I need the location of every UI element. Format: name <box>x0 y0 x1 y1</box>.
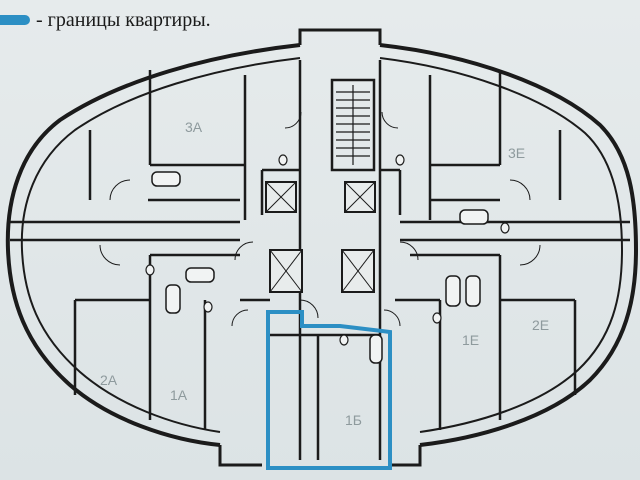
outer-wall-right <box>379 43 639 447</box>
outer-wall-right-inner <box>379 57 624 433</box>
label-3e: 3Е <box>508 145 525 161</box>
outer-walls <box>5 28 639 467</box>
elevator-lower-left <box>269 249 303 293</box>
bathtub <box>465 275 481 307</box>
apartment-labels: 3А 2А 1А 1Б 1Е 2Е 3Е <box>100 119 549 428</box>
legend: - границы квартиры. <box>0 8 211 32</box>
toilet <box>500 222 510 234</box>
bathtubs <box>151 171 489 364</box>
toilet <box>203 301 213 313</box>
door-swings <box>99 111 541 327</box>
label-2a: 2А <box>100 372 118 388</box>
interior-walls <box>10 60 630 460</box>
top-core-wall <box>298 28 382 45</box>
label-3a: 3А <box>185 119 203 135</box>
toilet <box>145 264 155 276</box>
legend-text: - границы квартиры. <box>36 8 211 31</box>
stairwell <box>330 78 376 172</box>
legend-swatch <box>0 15 30 25</box>
toilet <box>432 312 442 324</box>
label-1a: 1А <box>170 387 188 403</box>
label-1b: 1Б <box>345 412 362 428</box>
apartment-boundary <box>266 310 392 470</box>
bathtub <box>445 275 461 307</box>
toilet <box>278 154 288 166</box>
toilets <box>145 154 510 346</box>
outer-wall-left <box>5 43 301 447</box>
bathtub <box>151 171 181 187</box>
bathtub <box>369 334 383 364</box>
label-1e: 1Е <box>462 332 479 348</box>
elevator-upper-left <box>265 181 297 213</box>
bathtub <box>185 267 215 283</box>
label-2e: 2Е <box>532 317 549 333</box>
toilet <box>395 154 405 166</box>
bathtub <box>459 209 489 225</box>
elevators <box>265 181 376 293</box>
bottom-bay-left <box>218 445 262 467</box>
toilet <box>339 334 349 346</box>
bathtub <box>165 284 181 314</box>
outer-wall-left-inner <box>20 57 301 433</box>
elevator-upper-right <box>344 181 376 213</box>
elevator-lower-right <box>341 249 375 293</box>
bottom-bay-right <box>392 445 422 467</box>
